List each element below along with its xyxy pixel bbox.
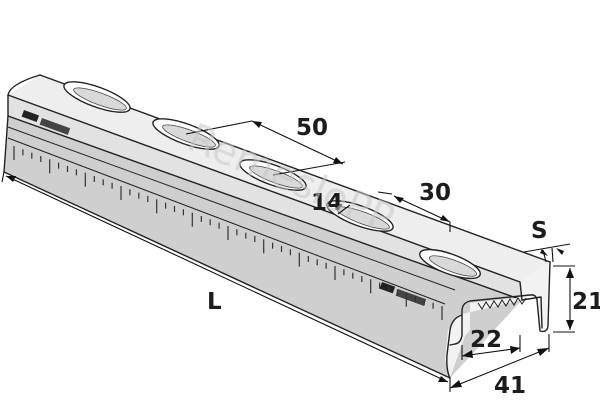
brand-marking-left bbox=[21, 110, 71, 135]
slot-4 bbox=[326, 200, 394, 232]
profile-outline bbox=[449, 261, 551, 346]
dim-label-14: 14 bbox=[311, 190, 343, 216]
rail-ridge-line bbox=[7, 126, 456, 291]
dim-opening-22: 22 bbox=[461, 327, 521, 360]
dim-label-50: 50 bbox=[296, 115, 328, 141]
slot-row bbox=[63, 81, 481, 280]
rail-front-face bbox=[4, 116, 522, 378]
dim-label-l: L bbox=[207, 289, 222, 315]
dim-width-41: 41 bbox=[449, 334, 550, 399]
dim-thickness-s: S bbox=[523, 218, 571, 263]
dim-pitch-50: 50 bbox=[185, 115, 346, 176]
dim-label-30: 30 bbox=[419, 180, 451, 206]
slot-5 bbox=[419, 248, 481, 280]
profile-lip-left bbox=[446, 314, 463, 379]
rail-bottom-edge bbox=[3, 171, 451, 379]
dim-label-22: 22 bbox=[470, 327, 502, 353]
profile-teeth bbox=[477, 297, 527, 310]
rail-ridge-line-2 bbox=[7, 137, 446, 305]
rail-front-upper bbox=[8, 95, 522, 300]
dim-slot-length-30: 30 bbox=[377, 180, 451, 232]
dim-label-s: S bbox=[531, 218, 548, 244]
dim-height-21: 21 bbox=[553, 265, 600, 333]
scale-ticks bbox=[13, 146, 443, 320]
channel-end-profile bbox=[445, 261, 551, 379]
rail-left-end bbox=[3, 74, 41, 173]
profile-inner-outline bbox=[521, 296, 543, 329]
brand-marking-right bbox=[379, 282, 427, 306]
dim-length-l: L bbox=[1, 171, 449, 383]
dim-label-21: 21 bbox=[572, 289, 600, 315]
dim-label-41: 41 bbox=[494, 373, 526, 399]
profile-edge bbox=[519, 281, 523, 301]
profile-fill bbox=[445, 262, 550, 378]
slot-1 bbox=[63, 81, 131, 113]
dim-slot-width-14: 14 bbox=[311, 190, 351, 216]
